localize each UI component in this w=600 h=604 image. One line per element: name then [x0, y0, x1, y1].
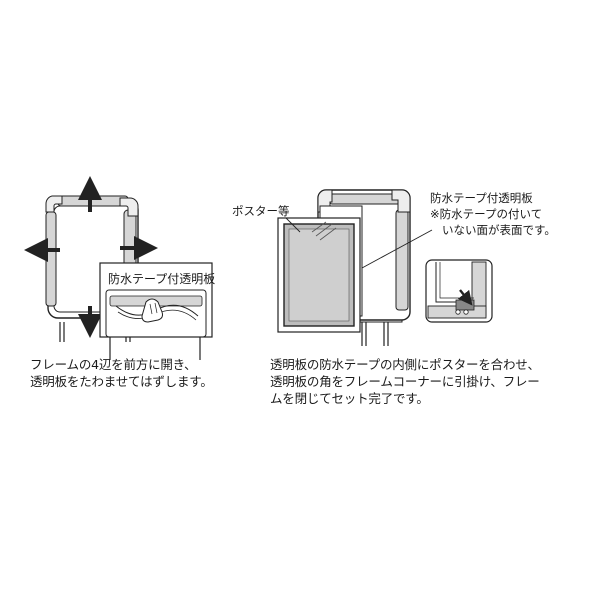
right-caption-line: ムを閉じてセット完了です。: [270, 391, 429, 406]
film-label-line3: いない面が表面です。: [442, 223, 556, 237]
film-leader-line: [361, 229, 433, 269]
film-label-line2: ※防水テープの付いて: [430, 207, 542, 221]
poster-leader-line: [285, 217, 301, 233]
inset-film-label: 防水テープ付透明板: [108, 271, 215, 286]
left-caption: フレームの4辺を前方に開き、 透明板をたわませてはずします。: [30, 356, 213, 390]
right-illustration: ポスター等 防水テープ付透明板 ※防水テープの付いて いない面が表面です。: [232, 189, 556, 346]
left-caption-line: フレームの4辺を前方に開き、: [30, 357, 197, 372]
left-caption-line: 透明板をたわませてはずします。: [30, 374, 213, 389]
left-inset: 防水テープ付透明板: [99, 262, 215, 360]
film-label-line1: 防水テープ付透明板: [430, 191, 533, 205]
right-caption-line: 透明板の防水テープの内側にポスターを合わせ、: [270, 357, 540, 372]
poster-sheet: [283, 221, 355, 327]
right-caption: 透明板の防水テープの内側にポスターを合わせ、 透明板の角をフレームコーナーに引掛…: [270, 356, 540, 407]
poster-label: ポスター等: [232, 204, 290, 218]
right-caption-line: 透明板の角をフレームコーナーに引掛け、フレー: [270, 374, 540, 389]
open-direction-arrows: [24, 176, 158, 338]
corner-detail-inset: [425, 259, 493, 323]
